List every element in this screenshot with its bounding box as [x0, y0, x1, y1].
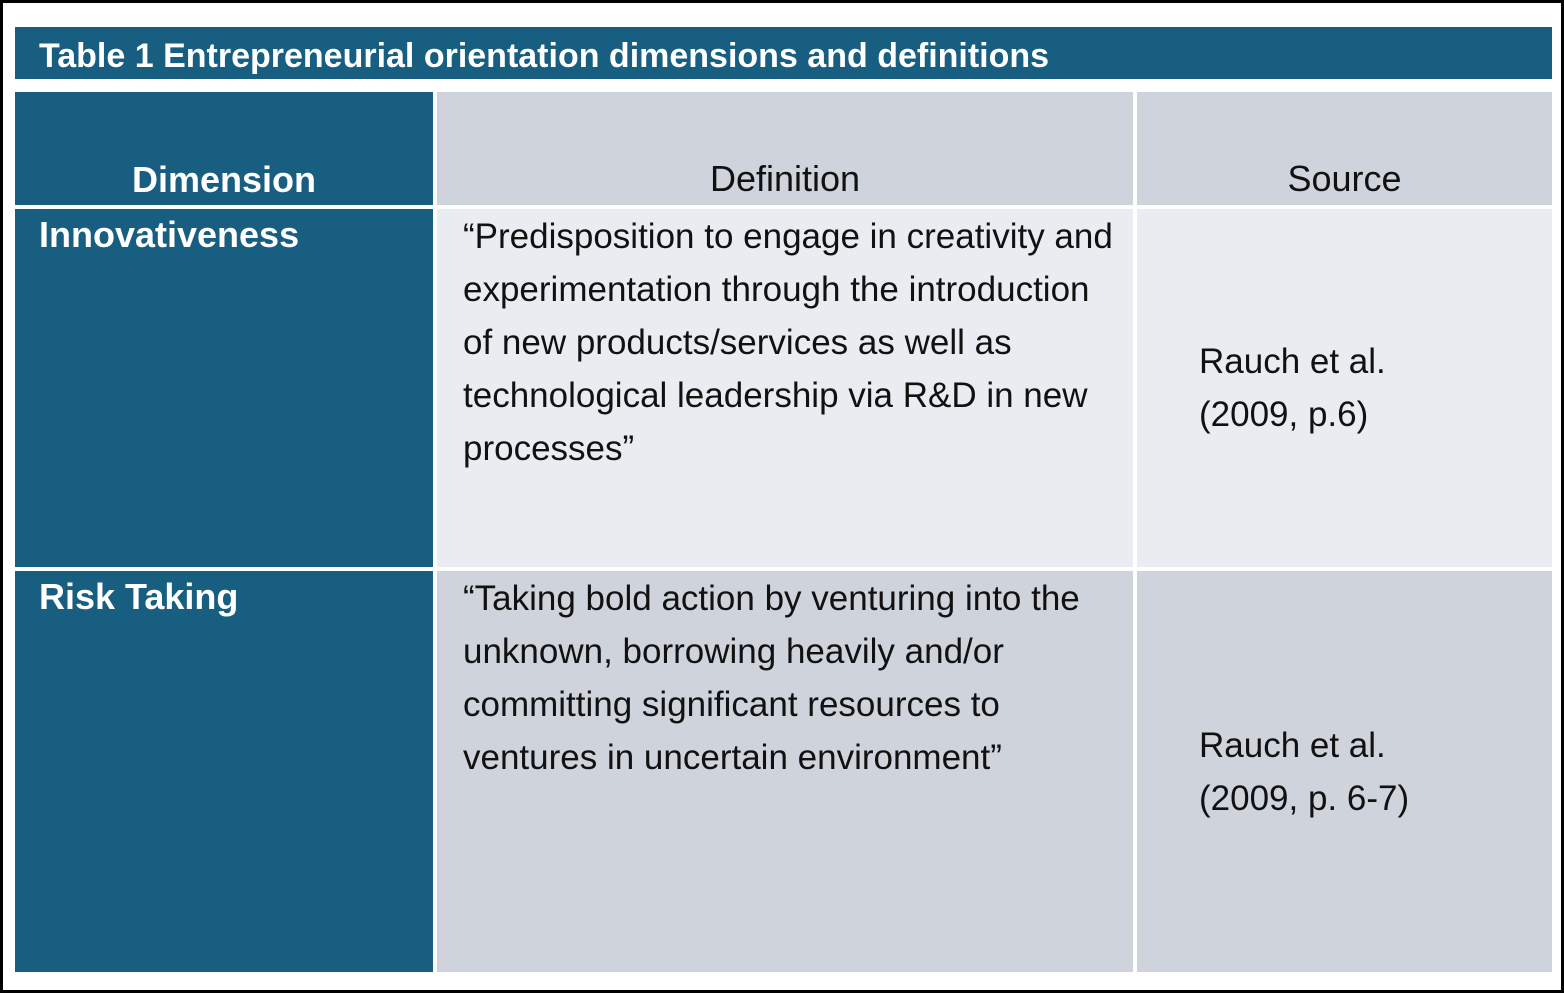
table-row-2-definition: “Taking bold action by venturing into th…	[433, 567, 1133, 972]
header-source: Source	[1133, 92, 1552, 205]
source-authors: Rauch et al.	[1199, 342, 1386, 381]
table-row-1-source: Rauch et al. (2009, p.6)	[1133, 205, 1552, 567]
source-citation: Rauch et al. (2009, p. 6-7)	[1199, 719, 1409, 825]
header-dimension: Dimension	[15, 92, 433, 205]
table-row-1-definition: “Predisposition to engage in creativity …	[433, 205, 1133, 567]
definition-text: “Taking bold action by venturing into th…	[463, 579, 1080, 777]
source-citation: Rauch et al. (2009, p.6)	[1199, 335, 1386, 441]
table-row-1-dimension: Innovativeness	[15, 205, 433, 567]
table-row-2-source: Rauch et al. (2009, p. 6-7)	[1133, 567, 1552, 972]
definition-text: “Predisposition to engage in creativity …	[463, 217, 1113, 468]
source-authors: Rauch et al.	[1199, 725, 1386, 765]
table-row-2-dimension: Risk Taking	[15, 567, 433, 972]
eo-dimensions-table: Dimension Definition Source Innovativene…	[15, 92, 1552, 972]
source-year-page: (2009, p.6)	[1199, 395, 1369, 434]
header-definition: Definition	[433, 92, 1133, 205]
table-title: Table 1 Entrepreneurial orientation dime…	[15, 27, 1552, 79]
source-year-page: (2009, p. 6-7)	[1199, 778, 1410, 818]
dimension-label: Risk Taking	[39, 576, 239, 617]
dimension-label: Innovativeness	[39, 214, 300, 255]
